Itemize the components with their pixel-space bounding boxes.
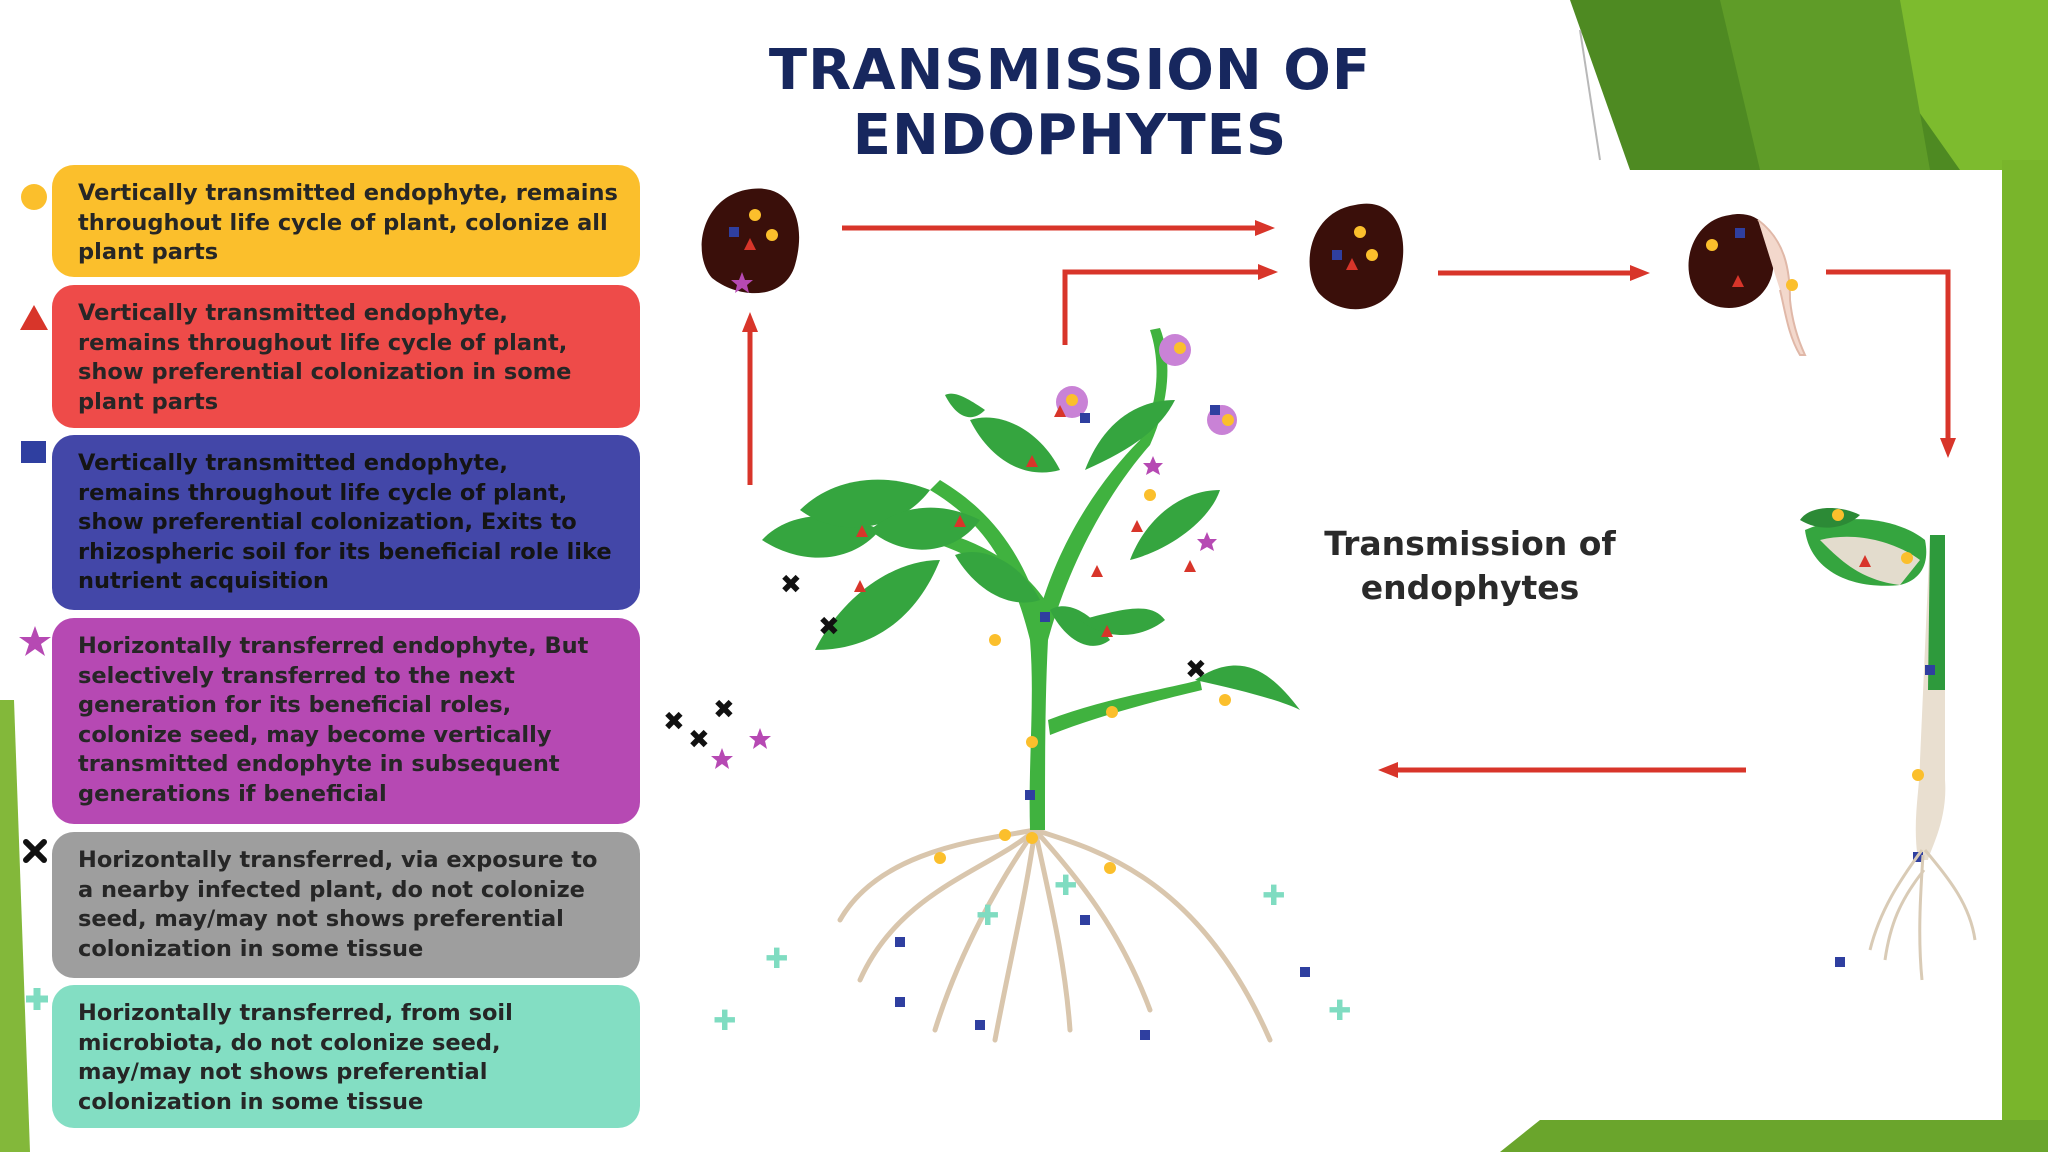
legend-text: plant parts	[78, 388, 219, 415]
teal-plus-icon	[26, 988, 48, 1010]
green-bottom-decor	[1500, 1120, 2048, 1152]
svg-text:✖: ✖	[713, 695, 735, 725]
legend-item-teal: Horizontally transferred, from soil micr…	[52, 985, 640, 1128]
seed-3	[1688, 214, 1807, 356]
seed-2	[1309, 203, 1404, 310]
legend-item-gray: Horizontally transferred, via exposure t…	[52, 832, 640, 978]
svg-text:✖: ✖	[688, 725, 710, 755]
legend-text: plant parts	[78, 239, 219, 265]
purple-star-icon	[19, 626, 51, 656]
legend-text: remains throughout life cycle of plant,	[78, 479, 568, 506]
legend-text: nutrient acquisition	[78, 568, 329, 594]
legend-text: a nearby infected plant, do not colonize	[78, 876, 585, 903]
diagram-label: Transmission of endophytes	[1290, 522, 1650, 610]
svg-text:✖: ✖	[818, 612, 840, 642]
legend-item-purple: Horizontally transferred endophyte, But …	[52, 618, 640, 824]
legend-text: rhizospheric soil for its beneficial rol…	[78, 538, 612, 565]
red-triangle-icon	[20, 305, 48, 330]
legend-text: transmitted endophyte in subsequent	[78, 751, 560, 777]
green-left-decor	[0, 700, 30, 1152]
legend-text: show preferential colonization, Exits to	[78, 509, 577, 535]
legend-text: Vertically transmitted endophyte, remain…	[78, 180, 618, 206]
legend-text: Horizontally transferred, via exposure t…	[78, 847, 598, 873]
legend-text: remains throughout life cycle of plant,	[78, 329, 568, 356]
svg-text:✚: ✚	[976, 899, 999, 932]
decor-thin-line	[1579, 29, 1601, 161]
legend-text: throughout life cycle of plant, colonize…	[78, 209, 608, 236]
legend-text: show preferential colonization in some	[78, 359, 572, 385]
legend-text: microbiota, do not colonize seed,	[78, 1029, 501, 1056]
legend-text: colonize seed, may become vertically	[78, 721, 552, 748]
legend-item-blue: Vertically transmitted endophyte, remain…	[52, 435, 640, 610]
green-corner-decor-mid	[1720, 0, 1930, 170]
legend-text: Vertically transmitted endophyte,	[78, 450, 508, 476]
slide-title: TRANSMISSION OF ENDOPHYTES	[768, 38, 1372, 168]
legend-text: may/may not shows preferential	[78, 1059, 488, 1085]
black-cross-icon	[23, 839, 47, 863]
svg-text:✖: ✖	[780, 570, 802, 600]
green-right-strip	[2002, 160, 2048, 1152]
diagram-label-line: endophytes	[1360, 568, 1580, 607]
svg-text:✖: ✖	[1185, 655, 1207, 685]
svg-text:✚: ✚	[1262, 879, 1285, 912]
svg-text:✚: ✚	[765, 942, 788, 975]
seed-1	[701, 188, 800, 294]
legend-text: Vertically transmitted endophyte,	[78, 300, 508, 326]
legend-item-yellow: Vertically transmitted endophyte, remain…	[52, 165, 640, 277]
seedling	[1800, 508, 1977, 981]
plant-illustration: ✖✖✖ ✖✖✖ ✚✚✚ ✚✚✚	[663, 328, 1351, 1043]
legend-text: selectively transferred to the next	[78, 662, 515, 689]
yellow-circle-icon	[21, 184, 47, 210]
svg-text:✖: ✖	[663, 707, 685, 737]
legend-text: Horizontally transferred endophyte, But	[78, 633, 589, 659]
legend-text: generations if beneficial	[78, 780, 387, 807]
svg-text:✚: ✚	[713, 1004, 736, 1037]
legend-text: seed, may/may not shows preferential	[78, 906, 564, 932]
svg-text:✚: ✚	[1054, 869, 1077, 902]
legend-text: colonization in some tissue	[78, 1088, 424, 1115]
svg-text:✚: ✚	[1328, 994, 1351, 1027]
legend-text: generation for its beneficial roles,	[78, 692, 512, 718]
diagram-label-line: Transmission of	[1324, 524, 1616, 563]
legend-item-red: Vertically transmitted endophyte, remain…	[52, 285, 640, 428]
blue-square-icon	[21, 441, 46, 463]
legend-text: Horizontally transferred, from soil	[78, 1000, 513, 1026]
legend-text: colonization in some tissue	[78, 935, 424, 962]
transmission-arrows	[742, 220, 1956, 778]
